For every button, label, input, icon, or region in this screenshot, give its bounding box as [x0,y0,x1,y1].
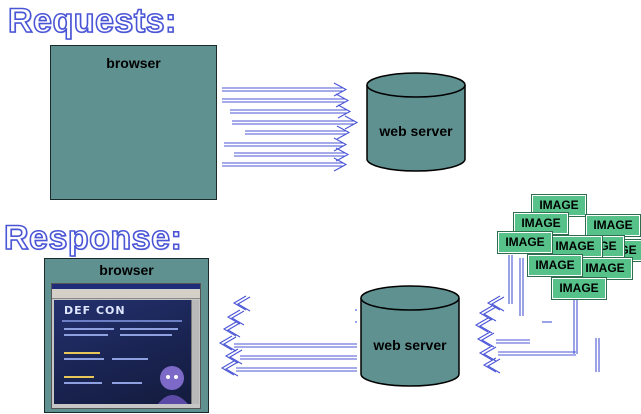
response-title: Response: [3,219,183,257]
image-response-arrow [478,305,497,322]
request-browser-box: browser [50,45,217,200]
webpage-thumbnail: DEF CON [51,283,201,409]
thumb-text-line [64,334,108,336]
thumb-text-line [64,352,100,354]
thumbnail-menubar [52,289,200,299]
thumb-rule [62,320,182,322]
thumbnail-scrollbar [191,300,199,404]
response-arrow [220,360,357,377]
cylinder-top [366,72,466,98]
request-web-server-cylinder: web server [366,72,466,172]
thumb-text-line [64,376,94,378]
cylinder-shape [360,285,460,387]
thumbnail-decoration [62,320,188,404]
cylinder-body [366,85,466,172]
thumb-character-body [158,395,188,404]
request-arrow [222,93,350,108]
cylinder-body [360,298,460,387]
request-arrow [230,104,352,119]
thumb-text-line [64,358,104,360]
image-tile: IMAGE [531,194,587,217]
thumbnail-page-content: DEF CON [54,300,191,404]
image-tile: IMAGE [577,257,633,280]
thumb-character-eye [166,375,170,379]
request-arrow [222,82,348,97]
image-response-arrow [474,317,493,334]
thumb-text-line [120,334,172,336]
image-response-arrow [486,295,505,312]
request-arrow [222,157,348,172]
response-arrow [218,335,357,352]
image-response-arrow [476,331,495,348]
image-response-arrow [482,357,501,374]
response-arrow [224,348,357,365]
thumb-text-line [64,382,102,384]
thumb-character-head [160,366,184,390]
response-browser-box: browser DEF CON [44,258,209,413]
cylinder-top [360,285,460,311]
response-web-server-cylinder: web server [360,285,460,387]
image-tile: IMAGE [547,235,603,258]
thumb-character-eye [174,375,178,379]
thumb-text-line [64,328,114,330]
thumb-text-line [120,328,178,330]
response-web-server-label: web server [373,337,447,353]
response-browser-label: browser [99,262,154,278]
request-browser-label: browser [106,55,161,71]
response-arrow [226,309,245,326]
image-tile: IMAGE [585,214,641,237]
response-arrow [232,295,251,312]
response-arrow [222,321,241,338]
request-arrow [232,115,359,130]
image-tile: IMAGE [513,212,569,235]
request-web-server-label: web server [379,123,453,139]
image-tile: IMAGE [497,231,553,254]
image-tile: IMAGE [551,277,607,300]
requests-title: Requests: [7,2,177,40]
thumbnail-logo: DEF CON [64,304,126,317]
image-feed-lines [496,255,600,372]
thumb-text-line [112,382,142,384]
image-tile: IMAGE [527,254,583,277]
thumbnail-titlebar [52,284,200,289]
request-arrow [234,147,350,162]
request-arrow [245,125,351,140]
thumb-text-line [112,358,148,360]
cylinder-shape [366,72,466,172]
image-response-arrow [478,345,497,362]
